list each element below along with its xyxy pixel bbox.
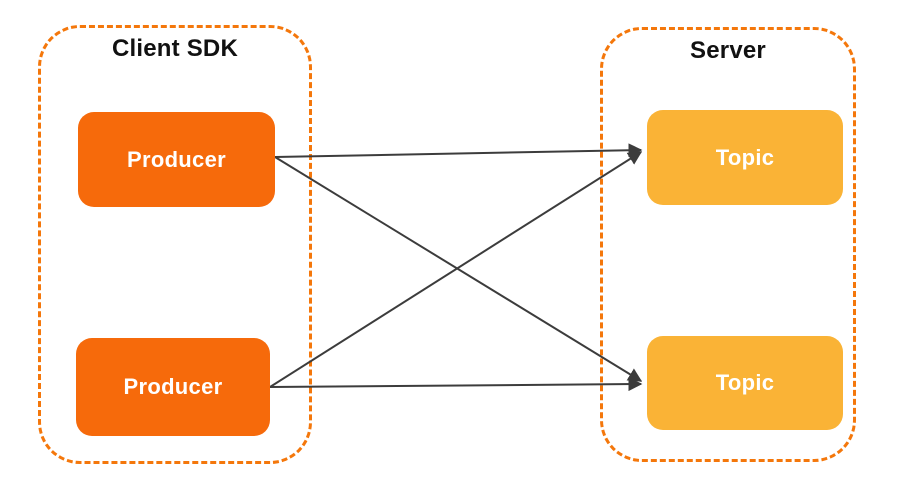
group-title-server: Server <box>690 37 766 64</box>
node-producer-1: Producer <box>78 112 275 207</box>
node-topic-1: Topic <box>647 110 843 205</box>
edge-producer2-topic1 <box>269 151 643 388</box>
node-producer-1-label: Producer <box>127 146 226 172</box>
group-title-client-sdk: Client SDK <box>111 35 238 62</box>
node-producer-2: Producer <box>76 338 270 436</box>
node-topic-2-label: Topic <box>715 370 775 395</box>
edge-producer1-topic1 <box>274 143 643 158</box>
edge-producer2-topic2 <box>269 377 643 392</box>
node-topic-1-label: Topic <box>715 144 775 170</box>
node-topic-2: Topic <box>647 336 843 430</box>
edge-producer1-topic2 <box>274 156 643 382</box>
node-producer-2-label: Producer <box>123 374 223 399</box>
